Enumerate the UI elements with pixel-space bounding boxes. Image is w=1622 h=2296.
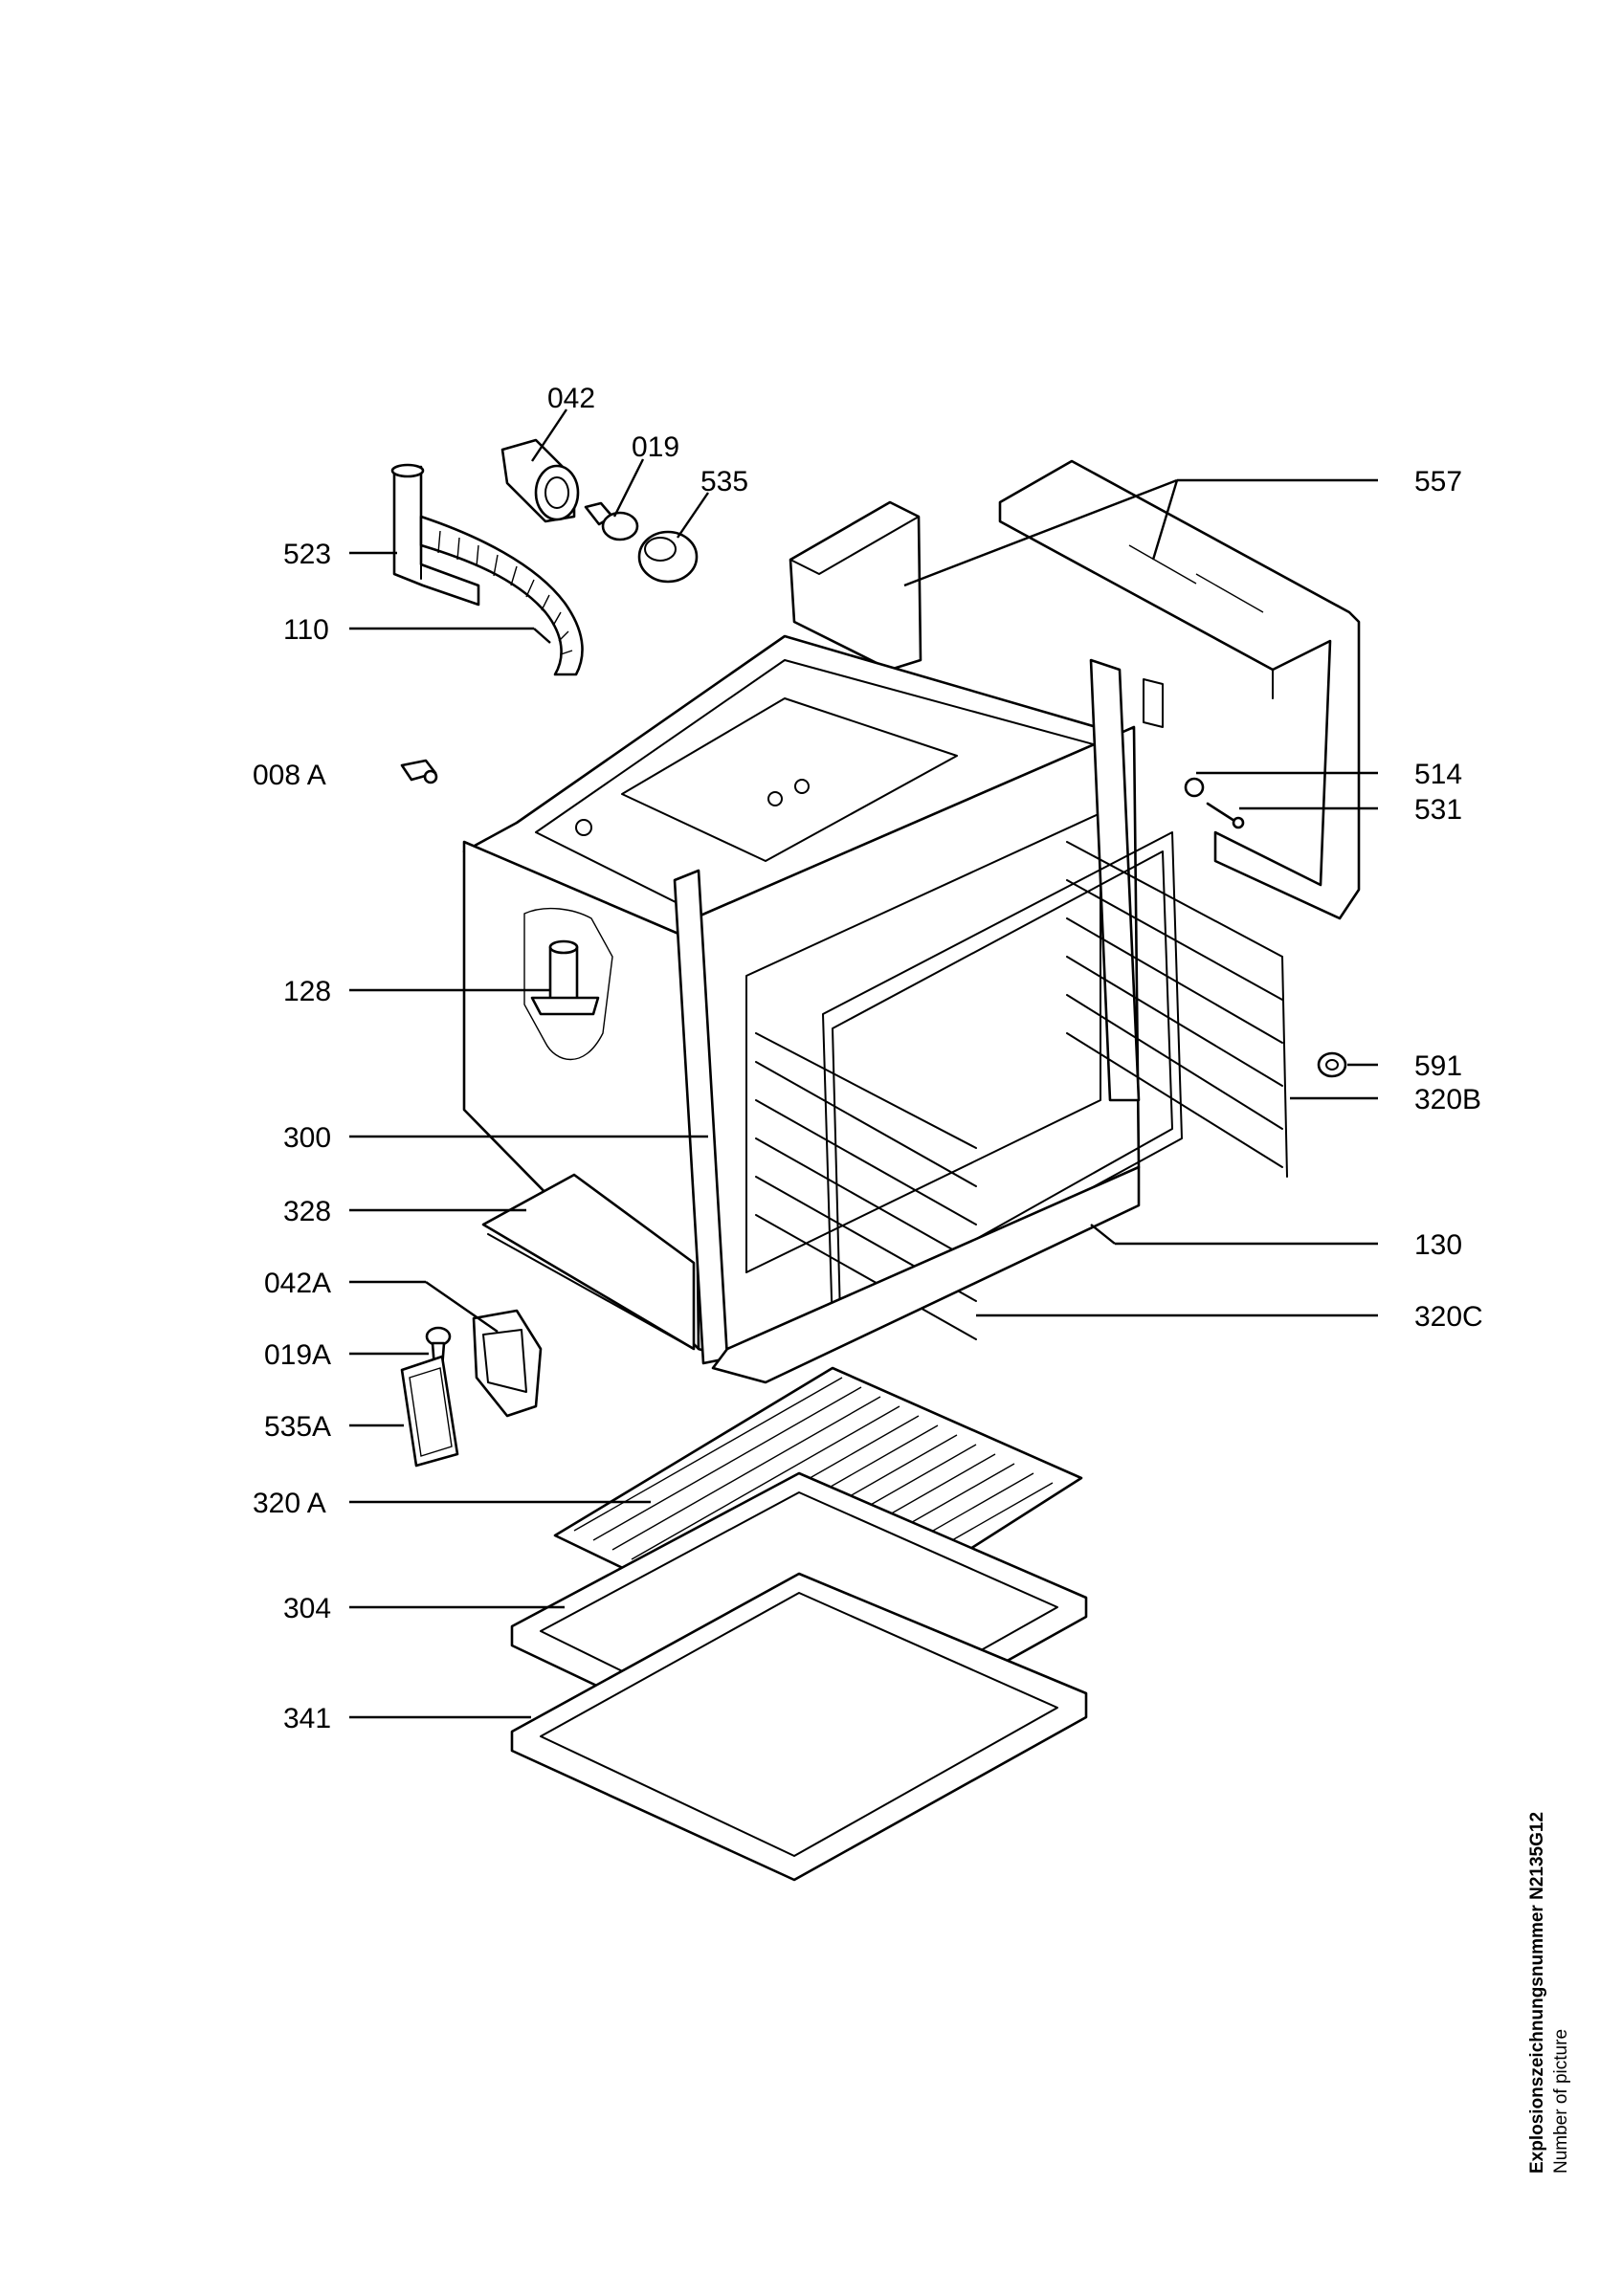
part-531-pin xyxy=(1206,802,1245,829)
callout-labels: 042 019 535 557 523 110 008 A 514 531 12… xyxy=(253,383,1483,1734)
callout-304: 304 xyxy=(283,1593,331,1624)
part-514-screw xyxy=(1184,777,1205,798)
callout-591: 591 xyxy=(1414,1050,1462,1082)
callout-531: 531 xyxy=(1414,794,1462,826)
callout-514: 514 xyxy=(1414,759,1462,790)
callout-008A: 008 A xyxy=(253,760,326,791)
drawing-number-en: Number of picture xyxy=(1551,2029,1571,2174)
callout-042A: 042A xyxy=(264,1268,331,1299)
callout-328: 328 xyxy=(283,1196,331,1227)
callout-320A: 320 A xyxy=(253,1488,326,1519)
part-008A-connector xyxy=(400,759,438,784)
part-042A-lamp-holder xyxy=(472,1309,543,1418)
callout-019: 019 xyxy=(632,431,679,463)
callout-042: 042 xyxy=(547,383,595,414)
part-341-deep-tray xyxy=(510,1572,1088,1882)
callout-557: 557 xyxy=(1414,466,1462,497)
callout-019A: 019A xyxy=(264,1339,331,1371)
callout-320C: 320C xyxy=(1414,1301,1483,1333)
callout-341: 341 xyxy=(283,1703,331,1734)
part-042-lamp-socket xyxy=(500,438,580,523)
part-535-glass-cover xyxy=(637,530,699,584)
part-591-ring xyxy=(1317,1051,1347,1078)
drawing-number-block: Explosionszeichnungsnummer N2135G12 Numb… xyxy=(1527,1812,1571,2174)
part-019-bulb xyxy=(584,501,639,541)
part-535A-cover xyxy=(400,1355,459,1468)
callout-128: 128 xyxy=(283,976,331,1007)
callout-130: 130 xyxy=(1414,1229,1462,1261)
part-128-cylinder xyxy=(530,939,600,1016)
drawing-number-de: Explosionszeichnungsnummer N2135G12 xyxy=(1527,1812,1547,2174)
oven-parts-drawing xyxy=(390,438,1361,1882)
leader-lines xyxy=(349,408,1378,1719)
part-557-insulation xyxy=(789,459,1361,920)
callout-535: 535 xyxy=(700,466,748,497)
part-110-hose xyxy=(419,515,584,676)
callout-320B: 320B xyxy=(1414,1084,1481,1115)
part-523-bracket xyxy=(390,463,480,607)
callout-523: 523 xyxy=(283,539,331,570)
part-328-bottom-plate xyxy=(481,1173,696,1351)
callout-535A: 535A xyxy=(264,1411,331,1443)
callout-300: 300 xyxy=(283,1122,331,1154)
callout-110: 110 xyxy=(283,614,329,646)
